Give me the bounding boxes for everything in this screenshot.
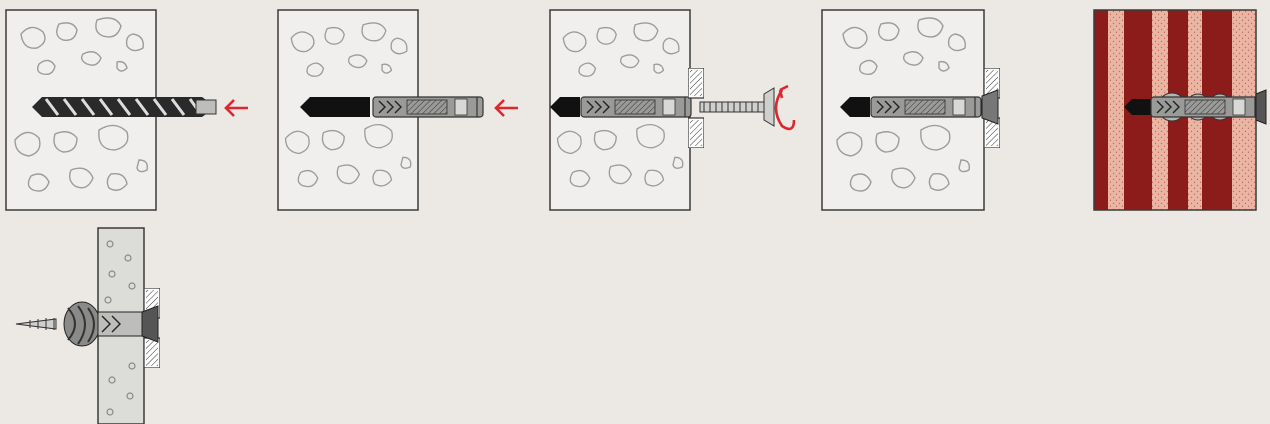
plug-icon <box>871 97 981 117</box>
step-5-installed-hollow-brick <box>1094 10 1270 210</box>
step-2-insert-plug <box>278 10 523 210</box>
rotate-arrow-icon <box>776 86 794 129</box>
plug-icon <box>373 97 483 117</box>
push-arrow-icon <box>226 100 248 116</box>
drill-bit-icon <box>32 97 216 117</box>
push-arrow-icon <box>496 100 518 116</box>
step-1-drill-hole <box>6 10 251 210</box>
screw-tip-icon <box>16 318 56 330</box>
step-3-insert-screw <box>550 10 795 210</box>
knotted-plug-icon <box>1151 93 1261 121</box>
plug-icon <box>581 97 691 117</box>
drilled-hole <box>300 97 370 117</box>
step-4-installed-concrete <box>822 10 1012 210</box>
step-6-installed-board <box>12 228 172 424</box>
screw-head-icon <box>1256 90 1266 124</box>
screw-icon <box>700 88 774 126</box>
